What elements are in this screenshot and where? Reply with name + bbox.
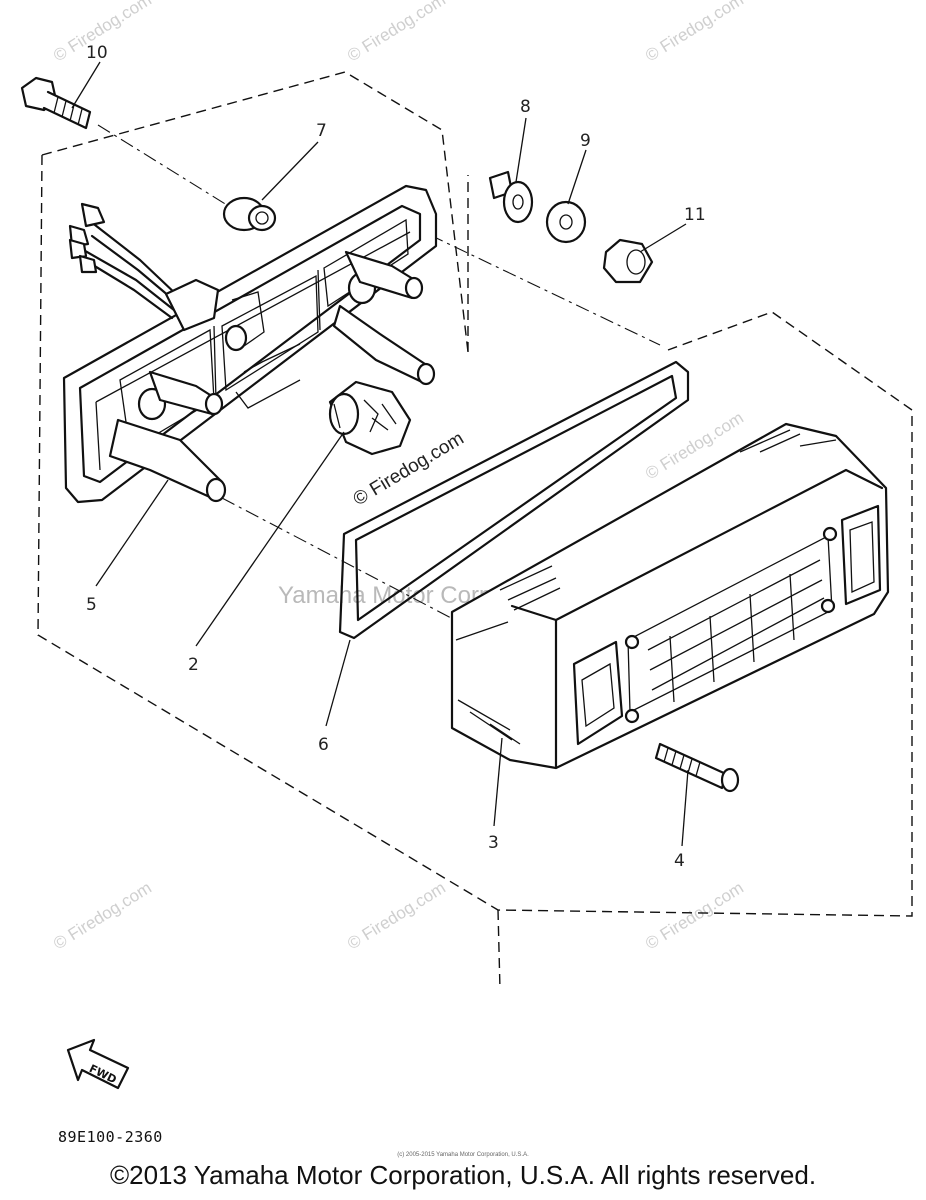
small-credit: (c) 2005-2015 Yamaha Motor Corporation, …: [397, 1152, 529, 1158]
callout-5: 5: [86, 595, 97, 615]
copyright-notice: ©2013 Yamaha Motor Corporation, U.S.A. A…: [109, 1160, 817, 1190]
callout-3: 3: [488, 833, 499, 853]
part-11-nut: [602, 238, 654, 284]
callout-labels: 10 7 8 9 11 5 2 6 3 4: [86, 43, 706, 871]
watermark-top-mid: © Firedog.com: [344, 0, 449, 65]
leader-lines: [71, 61, 689, 847]
fwd-arrow-icon: FWD: [66, 1038, 130, 1090]
leader-2: [195, 431, 345, 647]
leader-8: [515, 117, 527, 183]
part-3-lens: [450, 422, 890, 770]
callout-2: 2: [188, 655, 199, 675]
diagram-code: 89E100-2360: [58, 1128, 163, 1146]
wire-harness: [68, 202, 220, 332]
part-7-grommet: [222, 196, 277, 232]
leader-10: [71, 61, 101, 109]
assembly-outlines: [37, 71, 913, 991]
callout-6: 6: [318, 735, 329, 755]
part-4-screw: [654, 742, 740, 793]
leader-3: [493, 737, 503, 827]
watermark-top-right: © Firedog.com: [642, 0, 747, 65]
leader-11: [639, 223, 687, 253]
part-9-washer: [545, 200, 587, 244]
part-10-bolt: [20, 76, 92, 130]
callout-7: 7: [316, 121, 327, 141]
centerline-stud: [429, 234, 661, 346]
watermark-low-left: © Firedog.com: [50, 878, 155, 953]
callout-8: 8: [520, 97, 531, 117]
callout-11: 11: [684, 205, 706, 225]
housing-outline: [37, 71, 913, 917]
leader-6: [325, 639, 351, 727]
callout-10: 10: [86, 43, 108, 63]
part-6-gasket: [338, 360, 690, 640]
callout-9: 9: [580, 131, 591, 151]
leader-7: [261, 141, 319, 201]
leader-5: [95, 479, 169, 587]
part-2-bulb: [328, 380, 412, 456]
part-8-collar: [488, 170, 534, 224]
part-5-housing: [62, 184, 438, 504]
callout-4: 4: [674, 851, 685, 871]
lens-outline-lower: [497, 909, 501, 991]
centerline-bracket: [221, 497, 456, 621]
centerline-bolt-10: [97, 124, 236, 211]
leader-9: [567, 149, 587, 205]
watermark-low-right: © Firedog.com: [642, 878, 747, 953]
leader-4: [681, 769, 689, 847]
watermark-low-mid: © Firedog.com: [344, 878, 449, 953]
